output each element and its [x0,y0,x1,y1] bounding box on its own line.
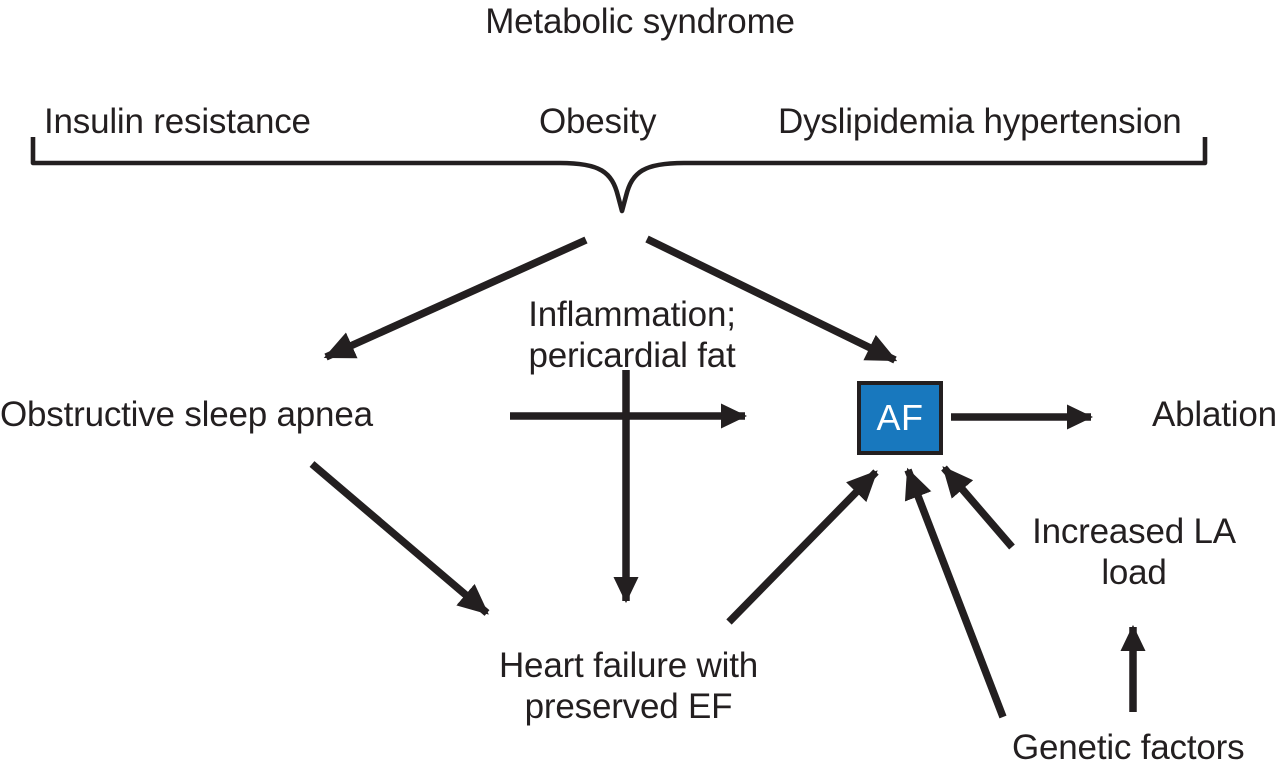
node-inflammation-pericardial-fat: Inflammation; pericardial fat [528,295,736,376]
node-genetic-factors: Genetic factors [1012,728,1245,767]
node-af-label: AF [876,397,924,438]
node-dyslipidemia-hypertension: Dyslipidemia hypertension [778,102,1182,141]
edge-la-load-to-af [941,465,1015,550]
node-ablation: Ablation [1152,395,1277,434]
node-obesity: Obesity [539,102,657,141]
node-insulin-resistance: Insulin resistance [44,102,311,141]
edge-ms-to-af [645,235,898,364]
node-heart-failure-preserved-ef: Heart failure with preserved EF [498,646,758,727]
edge-genetic-to-af [904,467,1007,719]
diagram-title: Metabolic syndrome [485,2,795,41]
edge-ms-to-osa [323,236,588,361]
edge-hfpef-to-af [726,469,879,625]
edge-osa-to-hfpef [309,461,490,616]
node-obstructive-sleep-apnea: Obstructive sleep apnea [0,395,373,434]
metabolic-syndrome-brace [30,137,1208,214]
node-af-box: AF [857,381,943,455]
node-increased-la-load: Increased LA load [1032,512,1236,593]
